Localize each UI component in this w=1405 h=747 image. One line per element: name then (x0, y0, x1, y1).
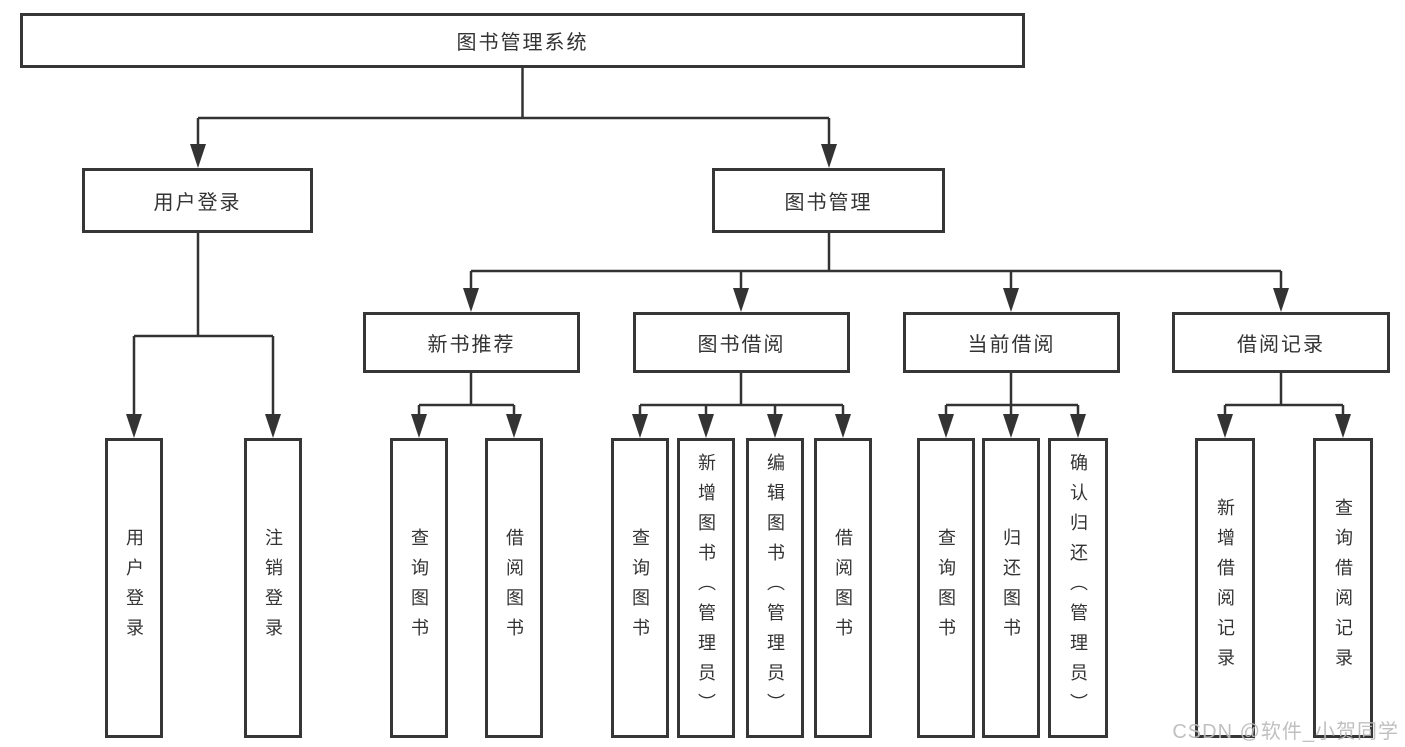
arrowhead (1070, 414, 1086, 438)
arrowhead (835, 414, 851, 438)
leaf-borrow-books-recommend: 借阅图书 (485, 438, 543, 738)
arrowhead (733, 288, 749, 312)
arrowhead (463, 288, 479, 312)
arrowhead (1335, 414, 1351, 438)
node-new-book-recommend: 新书推荐 (363, 312, 580, 373)
arrowhead (698, 414, 714, 438)
arrowhead (632, 414, 648, 438)
arrowhead (506, 414, 522, 438)
leaf-edit-book-admin: 编辑图书（管理员） (746, 438, 804, 738)
node-book-borrow: 图书借阅 (633, 312, 850, 373)
arrowhead (126, 414, 142, 438)
leaf-borrow-books: 借阅图书 (814, 438, 872, 738)
node-user-login: 用户登录 (82, 168, 313, 233)
node-root-system: 图书管理系统 (20, 13, 1025, 68)
arrowhead (1003, 414, 1019, 438)
arrowhead (1273, 288, 1289, 312)
arrowhead (190, 144, 206, 168)
arrowhead (265, 414, 281, 438)
arrowhead (767, 414, 783, 438)
leaf-confirm-return-admin: 确认归还（管理员） (1048, 438, 1108, 738)
node-borrow-records: 借阅记录 (1172, 312, 1390, 373)
node-book-management: 图书管理 (712, 168, 945, 233)
csdn-watermark: CSDN @软件_小贺同学 (1172, 721, 1399, 743)
leaf-query-borrow-record: 查询借阅记录 (1313, 438, 1373, 738)
leaf-add-borrow-record: 新增借阅记录 (1195, 438, 1255, 738)
leaf-query-books-recommend: 查询图书 (390, 438, 448, 738)
node-current-borrow: 当前借阅 (903, 312, 1120, 373)
arrowhead (821, 144, 837, 168)
arrowhead (938, 414, 954, 438)
leaf-user-login: 用户登录 (105, 438, 163, 738)
leaf-add-book-admin: 新增图书（管理员） (677, 438, 735, 738)
leaf-return-book: 归还图书 (982, 438, 1040, 738)
arrowhead (1217, 414, 1233, 438)
leaf-query-books-current: 查询图书 (917, 438, 975, 738)
leaf-logout: 注销登录 (244, 438, 302, 738)
leaf-query-books-borrow: 查询图书 (611, 438, 669, 738)
arrowhead (1003, 288, 1019, 312)
arrowhead (411, 414, 427, 438)
